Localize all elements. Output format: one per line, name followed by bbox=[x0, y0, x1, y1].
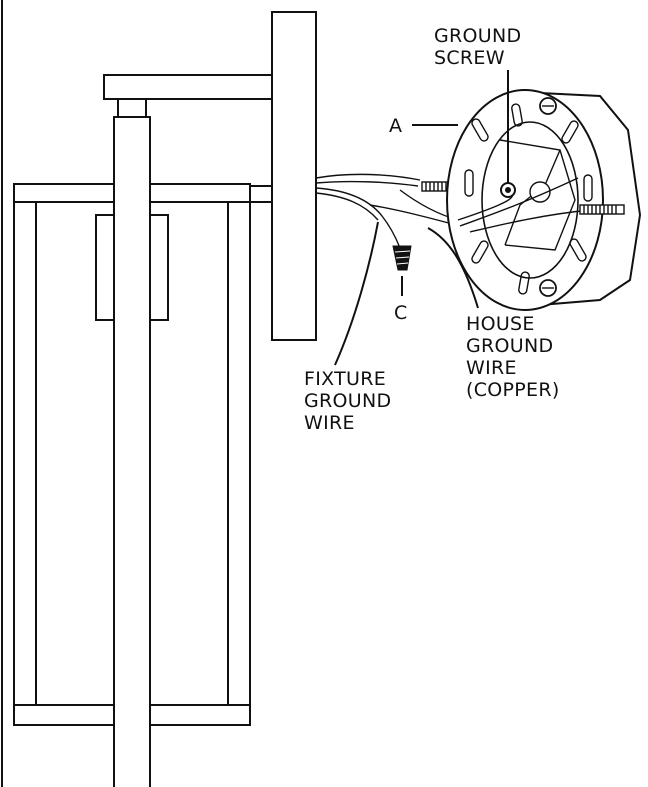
label-ground-screw-line1: GROUND bbox=[434, 25, 521, 47]
lantern-fixture bbox=[13, 11, 317, 787]
leader-house-ground bbox=[427, 227, 479, 309]
junction-box bbox=[446, 89, 642, 311]
house-wire-2 bbox=[457, 194, 513, 221]
label-house-ground-line1: HOUSE bbox=[466, 313, 535, 335]
junction-box-rear bbox=[519, 91, 642, 306]
wire-nut bbox=[392, 245, 412, 271]
house-wire-3 bbox=[469, 209, 591, 233]
wire-middle bbox=[315, 180, 419, 187]
fixture-arm bbox=[103, 74, 273, 100]
label-house-ground-line2: GROUND bbox=[466, 335, 553, 357]
label-callout-c: C bbox=[394, 302, 408, 324]
slot bbox=[471, 118, 489, 142]
label-fixture-ground-line1: FIXTURE bbox=[304, 368, 386, 390]
label-house-ground-line3: WIRE bbox=[466, 357, 517, 379]
wire-lower-b bbox=[315, 192, 379, 221]
slot bbox=[511, 103, 523, 127]
slot bbox=[471, 240, 489, 264]
label-fixture-ground-line3: WIRE bbox=[304, 412, 355, 434]
label-house-ground-line4: (COPPER) bbox=[466, 379, 560, 401]
lantern-frame-left bbox=[13, 184, 37, 726]
side-connector bbox=[249, 185, 273, 203]
label-fixture-ground-line2: GROUND bbox=[304, 390, 391, 412]
labels: GROUND SCREW A C HOUSE GROUND WIRE (COPP… bbox=[304, 25, 560, 434]
wire-lower-a bbox=[315, 187, 401, 249]
leader-lines bbox=[334, 70, 509, 366]
label-ground-screw-line2: SCREW bbox=[434, 47, 505, 69]
label-callout-a: A bbox=[389, 115, 402, 137]
wire-nut-rib-2 bbox=[395, 256, 410, 259]
wire-nut-rib-1 bbox=[394, 250, 411, 253]
wire-nut-rib-3 bbox=[396, 262, 409, 265]
ground-screw-center bbox=[505, 187, 511, 193]
leader-fixture-ground bbox=[334, 221, 379, 366]
mounting-plate-slots bbox=[464, 103, 593, 295]
slot bbox=[569, 238, 587, 262]
threaded-rod-right-threads bbox=[583, 205, 617, 214]
arm-collar bbox=[117, 98, 147, 118]
lantern-frame-right bbox=[227, 184, 251, 726]
slot bbox=[561, 120, 579, 144]
wall-backplate bbox=[271, 11, 317, 341]
house-wire-1 bbox=[459, 177, 579, 227]
mounting-plate-inner bbox=[481, 121, 579, 279]
slot bbox=[464, 169, 474, 197]
wire-upper bbox=[315, 173, 421, 181]
slot bbox=[518, 271, 530, 295]
threaded-rod-right bbox=[579, 204, 625, 215]
slot bbox=[583, 174, 593, 202]
